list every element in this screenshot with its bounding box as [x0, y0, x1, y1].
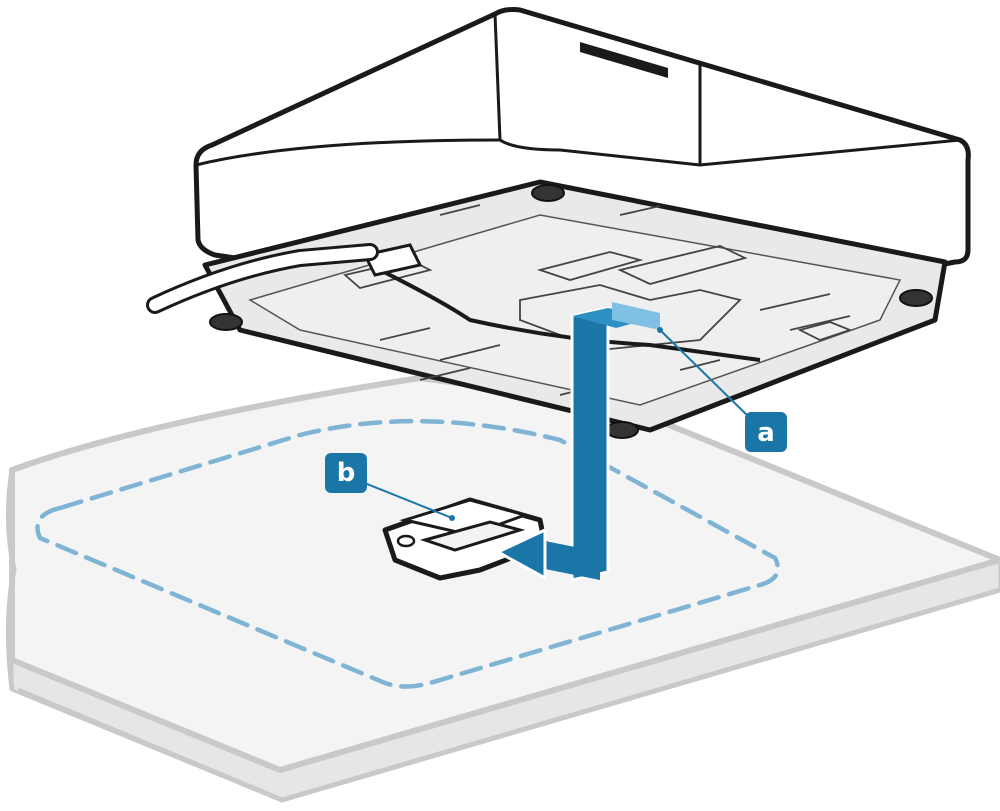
- callout-b: b: [325, 453, 455, 521]
- callout-a: a: [657, 327, 787, 452]
- power-cable-icon: [146, 243, 379, 314]
- counter-surface: [5, 375, 1000, 803]
- printer: [193, 7, 971, 439]
- callout-a-label: a: [757, 418, 775, 448]
- callout-b-label: b: [337, 458, 356, 488]
- install-direction-arrow-icon: [496, 302, 660, 582]
- mounting-module: [382, 497, 548, 581]
- footprint-outline: [35, 418, 781, 689]
